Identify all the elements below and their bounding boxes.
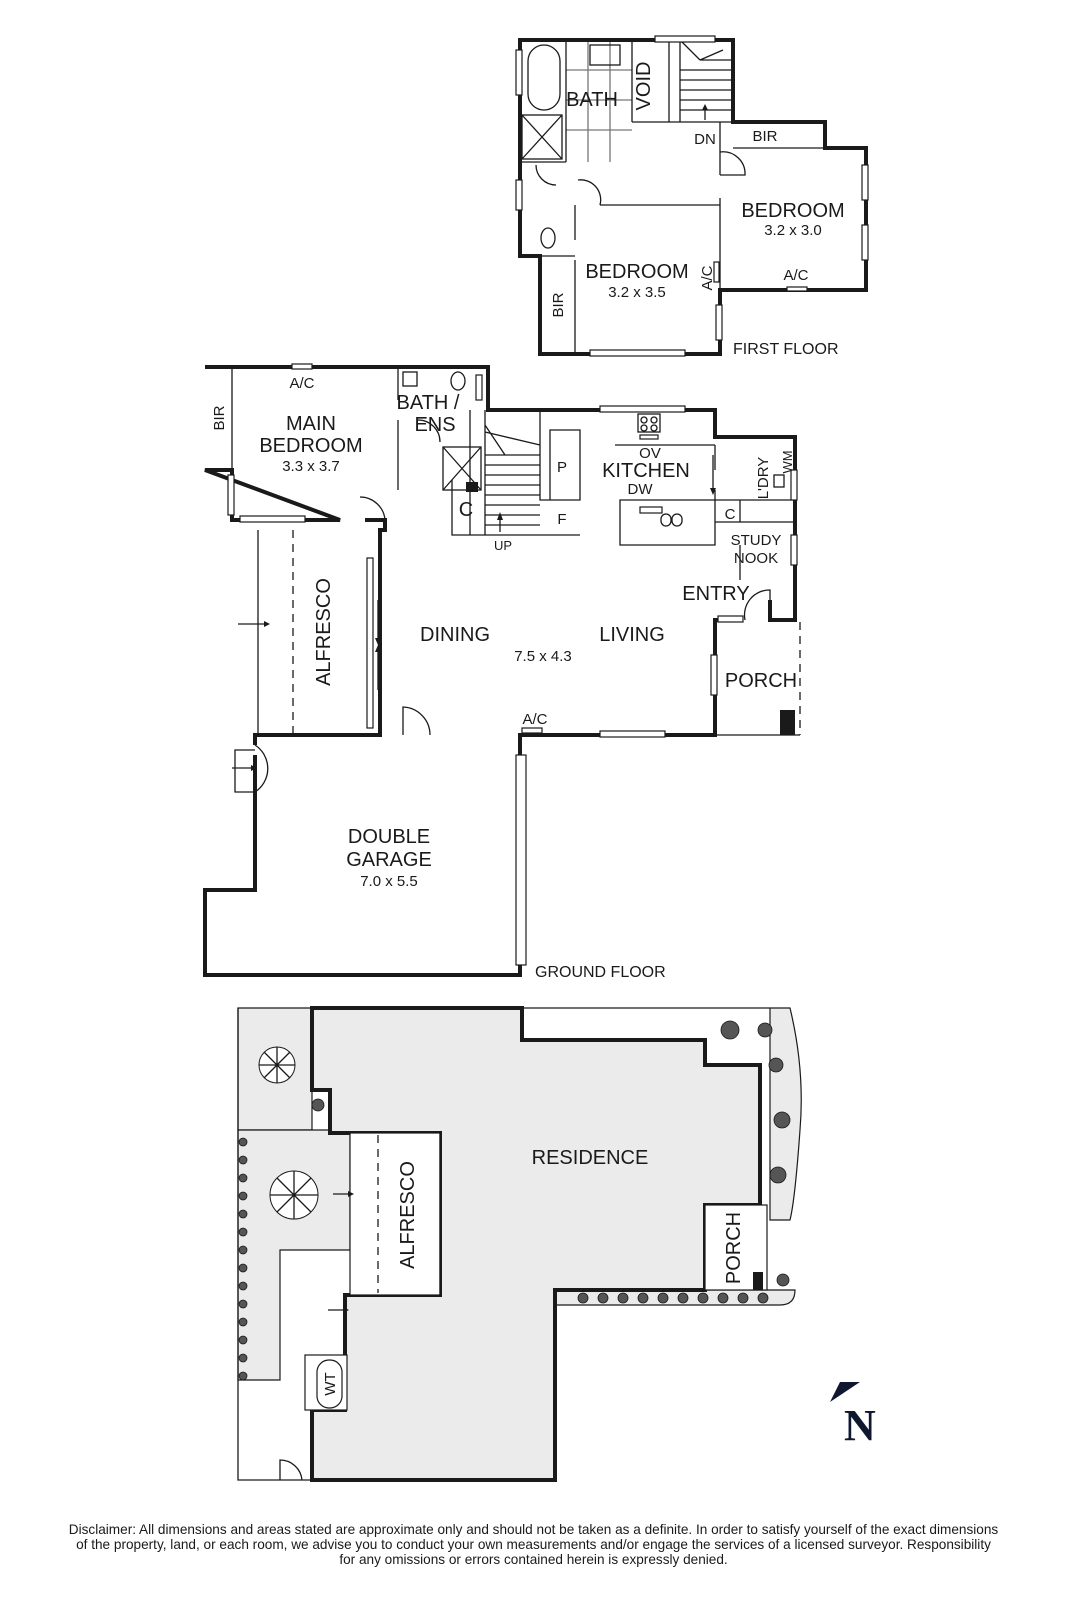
- room-label-garage: GARAGE: [346, 849, 432, 871]
- site-label-alfresco: ALFRESCO: [397, 1161, 419, 1269]
- room-label-main-bedroom: MAIN: [286, 413, 336, 435]
- window: [654, 35, 716, 43]
- sliding-door: [366, 557, 374, 729]
- door-icon: [417, 419, 441, 443]
- window: [599, 405, 686, 413]
- site-label-water-tank: WT: [322, 1372, 339, 1395]
- room-label-bir: BIR: [550, 292, 567, 317]
- door-icon: [535, 164, 557, 186]
- pantry-label: P: [557, 459, 567, 476]
- stairs-icon: [484, 410, 541, 535]
- room-label-garage: DOUBLE: [348, 826, 430, 848]
- arrow-up-icon: [375, 645, 381, 652]
- room-size-main-bedroom: 3.3 x 3.7: [282, 458, 340, 475]
- pillar: [780, 710, 795, 735]
- door-icon: [719, 151, 746, 176]
- room-label-kitchen: KITCHEN: [602, 460, 690, 482]
- door-icon: [577, 179, 602, 206]
- room-size-dining-living: 7.5 x 4.3: [514, 648, 572, 665]
- cupboard-label: C: [725, 506, 736, 523]
- floor-title-first: FIRST FLOOR: [733, 341, 839, 358]
- room-label-bedroom-2: BEDROOM: [741, 200, 844, 222]
- arrow-right-icon: [264, 621, 270, 627]
- room-label-ensuite: ENS: [414, 414, 455, 436]
- first-floor-outer-wall: [518, 38, 868, 356]
- room-label-living: LIVING: [599, 624, 665, 646]
- disclaimer-line: of the property, land, or each room, we …: [76, 1537, 991, 1552]
- ac-label: A/C: [783, 267, 808, 284]
- ground-floor-outer-wall: [203, 365, 797, 977]
- vanity-icon: [589, 44, 621, 66]
- shower-icon: [442, 446, 482, 491]
- sink-icon: [660, 513, 672, 527]
- north-arrow-icon: [830, 1382, 860, 1402]
- toilet-icon: [450, 371, 466, 391]
- door-icon: [743, 589, 771, 621]
- room-label-porch: PORCH: [725, 670, 797, 692]
- ac-label: A/C: [522, 711, 547, 728]
- first-floor-plan: BATH VOID DN BIR BEDROOM 3.2 x 3.0 A/C B…: [515, 35, 869, 358]
- site-plan: RESIDENCE ALFRESCO PORCH WT: [237, 1006, 802, 1482]
- room-label-study-nook: STUDY: [731, 532, 782, 549]
- room-label-bedroom-3: BEDROOM: [585, 261, 688, 283]
- bathtub-icon: [527, 44, 561, 111]
- room-label-main-bedroom: BEDROOM: [259, 435, 362, 457]
- site-label-residence: RESIDENCE: [532, 1147, 649, 1169]
- shrub-icons: [238, 1020, 791, 1381]
- room-label-alfresco: ALFRESCO: [313, 578, 335, 686]
- disclaimer: Disclaimer: All dimensions and areas sta…: [20, 1522, 1047, 1567]
- arrow-up-icon: [497, 512, 503, 520]
- shower-icon: [521, 114, 563, 160]
- tree-icon: [258, 1046, 319, 1220]
- ground-floor-plan: A/C BIR MAIN BEDROOM 3.3 x 3.7 BATH / EN…: [203, 363, 801, 981]
- room-label-entry: ENTRY: [682, 583, 749, 605]
- north-letter: N: [844, 1401, 876, 1450]
- room-label-dining: DINING: [420, 624, 490, 646]
- door-icon: [359, 496, 386, 521]
- arrow-up-icon: [702, 104, 708, 110]
- cooktop-icon: [637, 413, 661, 433]
- gate-icon: [279, 1459, 303, 1481]
- door-icon: [402, 706, 431, 736]
- site-label-porch: PORCH: [723, 1212, 745, 1284]
- water-tank-icon: [316, 1359, 343, 1409]
- room-label-laundry: L'DRY: [755, 457, 772, 500]
- cupboard-label: C: [459, 499, 473, 521]
- door-icon: [234, 744, 269, 793]
- disclaimer-line: Disclaimer: All dimensions and areas sta…: [68, 1522, 999, 1537]
- dishwasher-label: DW: [628, 481, 654, 498]
- room-label-ensuite: BATH /: [397, 392, 460, 414]
- fridge-label: F: [557, 511, 566, 528]
- room-label-bir: BIR: [211, 405, 228, 430]
- ac-label: A/C: [699, 265, 716, 290]
- room-label-bath: BATH: [566, 89, 618, 111]
- disclaimer-line: for any omissions or errors contained he…: [339, 1552, 728, 1567]
- room-label-bir: BIR: [752, 128, 777, 145]
- floor-title-ground: GROUND FLOOR: [535, 964, 666, 981]
- room-size-bedroom-3: 3.2 x 3.5: [608, 284, 666, 301]
- toilet-icon: [540, 227, 556, 249]
- stairs-down-label: DN: [694, 131, 716, 148]
- ac-label: A/C: [289, 375, 314, 392]
- north-compass: N: [826, 1380, 886, 1450]
- arrow-down-icon: [375, 638, 381, 645]
- room-size-garage: 7.0 x 5.5: [360, 873, 418, 890]
- room-label-void: VOID: [633, 62, 655, 111]
- stairs-up-label: UP: [494, 538, 512, 553]
- stairs-icon: [679, 39, 733, 122]
- washing-machine-label: WM: [780, 450, 795, 473]
- room-label-study-nook: NOOK: [734, 550, 778, 567]
- garage-door: [515, 754, 527, 966]
- room-size-bedroom-2: 3.2 x 3.0: [764, 222, 822, 239]
- oven-label: OV: [639, 445, 661, 462]
